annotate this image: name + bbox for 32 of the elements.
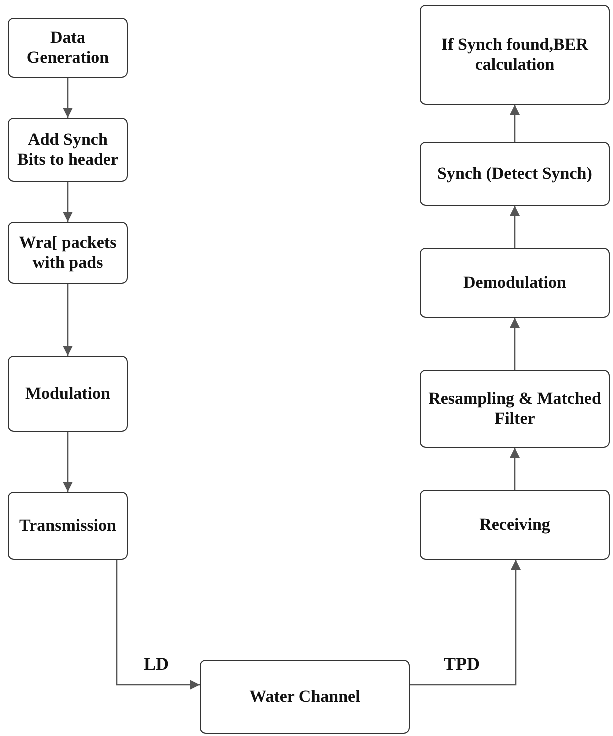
arrow xyxy=(510,448,520,490)
process-box xyxy=(420,142,610,206)
box-label: Water Channel xyxy=(250,687,360,707)
box-label: Add Synch Bits to header xyxy=(16,130,120,170)
process-box xyxy=(8,118,128,182)
box-label: Demodulation xyxy=(464,273,566,293)
process-box xyxy=(420,490,610,560)
box-label: Transmission xyxy=(20,516,116,536)
box-label: Data Generation xyxy=(26,28,110,68)
process-box xyxy=(420,5,610,105)
arrow xyxy=(510,105,520,142)
process-box xyxy=(420,248,610,318)
arrow xyxy=(63,432,73,492)
process-box xyxy=(420,370,610,448)
process-box xyxy=(8,18,128,78)
box-label: Resampling & Matched Filter xyxy=(428,389,602,429)
process-box xyxy=(8,222,128,284)
arrow xyxy=(63,284,73,356)
box-label: If Synch found,BER calculation xyxy=(440,35,590,75)
process-box xyxy=(8,492,128,560)
arrow xyxy=(410,560,521,686)
arrow xyxy=(510,318,520,370)
box-label: Modulation xyxy=(25,384,111,404)
process-box xyxy=(8,356,128,432)
box-label: Synch (Detect Synch) xyxy=(438,164,592,184)
arrow xyxy=(510,206,520,248)
box-label: Receiving xyxy=(480,515,550,535)
arrow xyxy=(63,182,73,222)
process-box xyxy=(200,660,410,734)
box-label: Wra[ packets with pads xyxy=(18,233,118,273)
arrow xyxy=(116,560,200,690)
arrow xyxy=(63,78,73,118)
